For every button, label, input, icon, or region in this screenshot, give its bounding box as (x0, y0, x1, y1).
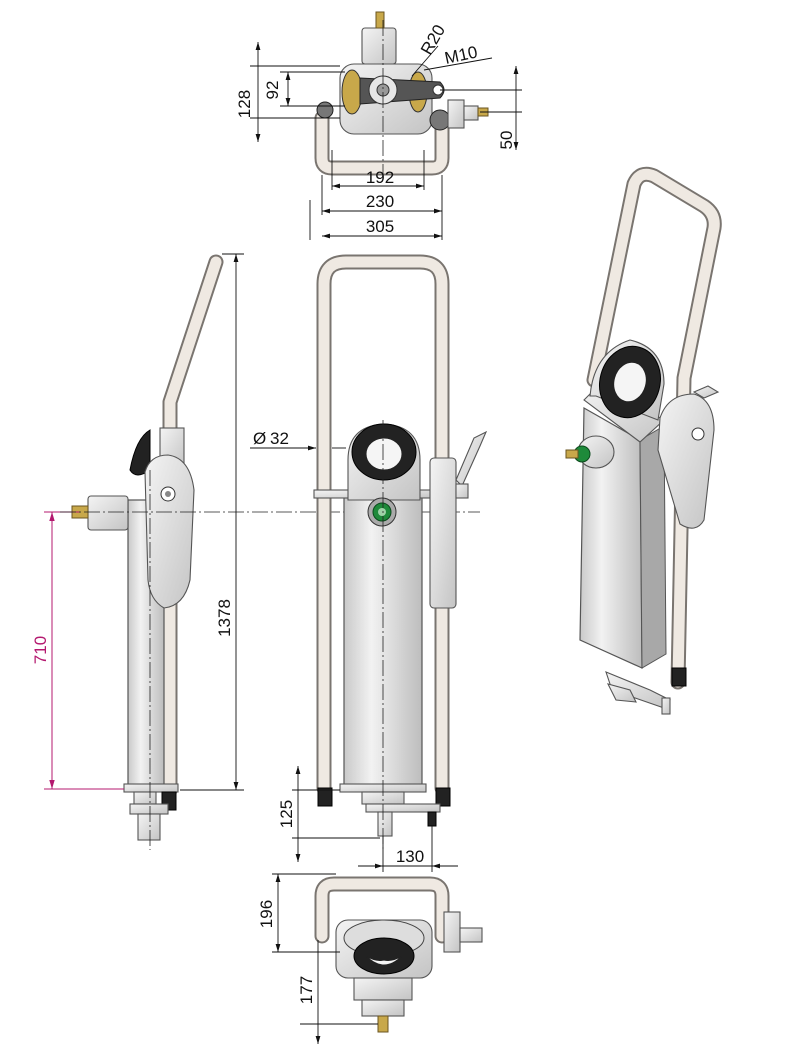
dim-710: 710 (31, 636, 50, 664)
dim-130: 130 (396, 847, 424, 866)
front-lever-icon (455, 430, 488, 487)
dim-1378: 1378 (215, 599, 234, 637)
top-fitting-icon (375, 11, 385, 29)
bottom-dimensions (272, 873, 378, 1044)
isometric-view (565, 166, 722, 715)
top-dimensions (250, 20, 522, 240)
bottom-handle-grip-icon (353, 937, 415, 975)
front-foot-left-icon (317, 787, 333, 807)
dim-177: 177 (297, 976, 316, 1004)
dim-230: 230 (366, 192, 394, 211)
dim-diameter-symbol: Ø (253, 429, 266, 448)
front-view (313, 254, 488, 850)
dim-125: 125 (277, 800, 296, 828)
dim-32: 32 (270, 429, 289, 448)
foot-dimensions (292, 766, 458, 872)
iso-foot-icon (671, 667, 687, 687)
bottom-fitting-icon (377, 1015, 389, 1033)
dim-50: 50 (497, 131, 516, 150)
dim-128: 128 (235, 90, 254, 118)
iso-lever-icon (692, 385, 720, 399)
top-view (314, 11, 489, 176)
side-view (71, 254, 224, 850)
dim-92: 92 (263, 81, 282, 100)
height-dimension (180, 253, 244, 791)
iso-fitting-icon (565, 449, 579, 459)
bottom-view (314, 876, 483, 1033)
dim-m10: M10 (443, 42, 479, 67)
front-foot-right-icon (435, 787, 451, 807)
dim-196: 196 (257, 900, 276, 928)
dim-305: 305 (366, 217, 394, 236)
dim-192: 192 (366, 168, 394, 187)
